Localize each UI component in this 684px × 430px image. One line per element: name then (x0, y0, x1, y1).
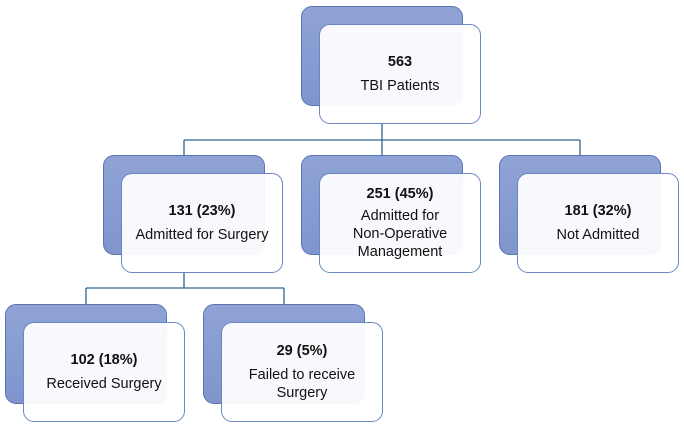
node-received-surgery: 102 (18%) Received Surgery (5, 304, 185, 422)
node-received-surgery-label: Received Surgery (46, 376, 162, 392)
node-admitted-surgery: 131 (23%) Admitted for Surgery (103, 155, 283, 273)
node-root-card: 563 TBI Patients (319, 24, 481, 124)
node-failed-surgery-label: Failed to receive Surgery (248, 367, 356, 401)
node-admitted-surgery-count: 131 (23%) (168, 203, 236, 219)
node-admitted-surgery-card: 131 (23%) Admitted for Surgery (121, 173, 283, 273)
node-root: 563 TBI Patients (301, 6, 481, 124)
node-admitted-surgery-label: Admitted for Surgery (135, 227, 269, 243)
edge-root-children (183, 124, 581, 155)
node-admitted-nonop-card: 251 (45%) Admitted for Non-Operative Man… (319, 173, 481, 273)
node-root-label: TBI Patients (360, 78, 440, 94)
node-received-surgery-count: 102 (18%) (70, 352, 138, 368)
node-root-count: 563 (387, 54, 413, 70)
node-not-admitted: 181 (32%) Not Admitted (499, 155, 679, 273)
node-not-admitted-label: Not Admitted (556, 227, 640, 243)
node-failed-surgery-card: 29 (5%) Failed to receive Surgery (221, 322, 383, 422)
node-not-admitted-count: 181 (32%) (564, 203, 632, 219)
node-admitted-nonop-count: 251 (45%) (366, 186, 434, 202)
node-received-surgery-card: 102 (18%) Received Surgery (23, 322, 185, 422)
node-admitted-nonop-label: Admitted for Non-Operative Management (352, 208, 448, 260)
node-not-admitted-card: 181 (32%) Not Admitted (517, 173, 679, 273)
node-failed-surgery: 29 (5%) Failed to receive Surgery (203, 304, 383, 422)
edge-surgery-children (85, 273, 285, 304)
node-admitted-nonop: 251 (45%) Admitted for Non-Operative Man… (301, 155, 481, 273)
node-failed-surgery-count: 29 (5%) (276, 343, 328, 359)
